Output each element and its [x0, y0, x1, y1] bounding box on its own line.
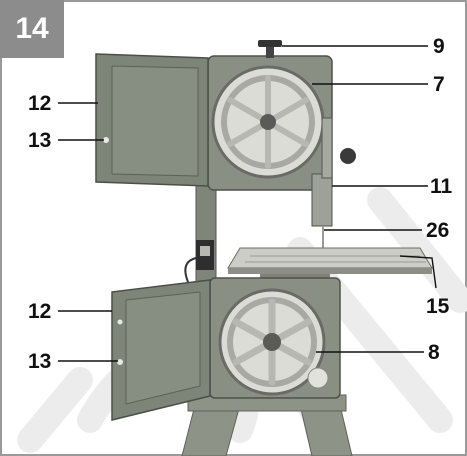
callout-7: 7: [433, 73, 445, 96]
door-knob-upper: [103, 137, 109, 143]
callout-13-lower: 13: [28, 350, 52, 373]
lower-door: [111, 279, 211, 421]
upper-housing: [207, 55, 333, 191]
callout-13-upper: 13: [28, 129, 52, 152]
blade-guide: [311, 117, 356, 248]
callout-12-upper: 12: [28, 92, 52, 115]
callout-9: 9: [433, 35, 445, 58]
tension-knob: [258, 40, 282, 58]
figure-number-badge: 14: [0, 0, 64, 58]
callout-11: 11: [430, 175, 453, 198]
lower-housing: [209, 277, 341, 399]
upper-door: [95, 53, 209, 187]
callout-12-lower: 12: [28, 300, 52, 323]
switch-box: [184, 240, 214, 283]
leader-lines: [58, 45, 437, 362]
callout-8: 8: [428, 341, 440, 364]
door-knob-lower: [117, 359, 123, 365]
callout-26: 26: [426, 219, 450, 242]
leader-15: [399, 255, 437, 289]
callout-15: 15: [426, 295, 450, 318]
stand: [181, 394, 353, 456]
